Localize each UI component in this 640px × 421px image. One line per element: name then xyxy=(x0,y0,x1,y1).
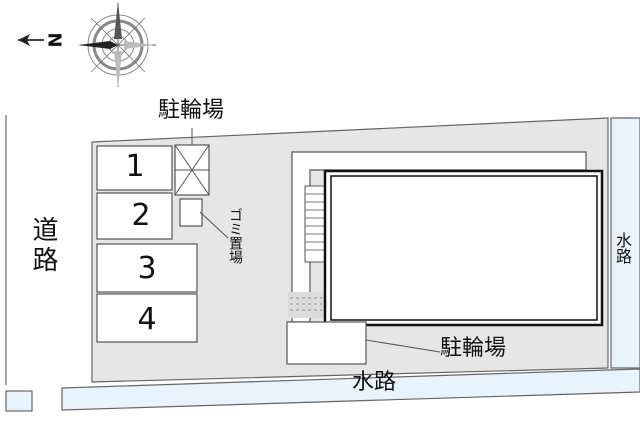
garbage-area-label: ゴミ置場 xyxy=(227,208,243,264)
waterway-bottom xyxy=(61,368,640,411)
bicycle-parking-bottom-leader xyxy=(365,339,441,353)
garbage-area-leader xyxy=(199,211,229,239)
planting-area-hatch xyxy=(290,297,322,311)
planting-area xyxy=(288,292,324,318)
road-corner-block xyxy=(5,390,33,412)
parking-space-3-number: 3 xyxy=(137,251,157,286)
parking-space-4-number: 4 xyxy=(137,302,157,337)
parking-space-3 xyxy=(96,243,198,293)
parking-space-2-number: 2 xyxy=(131,198,151,233)
north-arrowhead-icon xyxy=(18,34,30,46)
waterway-right-label: 水路 xyxy=(613,232,632,264)
waterway-bottom-label: 水路 xyxy=(352,370,397,395)
compass-north-letter: N xyxy=(45,32,67,48)
waterway-right xyxy=(610,117,640,369)
stairs-treads xyxy=(305,193,325,251)
stairs xyxy=(304,185,326,263)
garbage-area xyxy=(179,198,203,227)
parking-space-1-number: 1 xyxy=(125,149,145,184)
road-label: 道路 xyxy=(28,216,58,276)
bicycle-parking-bottom-label: 駐輪場 xyxy=(440,336,507,361)
parking-space-2 xyxy=(96,192,173,240)
parking-space-4 xyxy=(96,293,198,343)
main-building-inner xyxy=(330,175,598,321)
parking-space-1 xyxy=(96,145,173,191)
bicycle-parking-bottom-area xyxy=(286,321,367,365)
compass-rose-icon xyxy=(78,1,156,89)
bicycle-parking-top-label: 駐輪場 xyxy=(158,98,225,123)
